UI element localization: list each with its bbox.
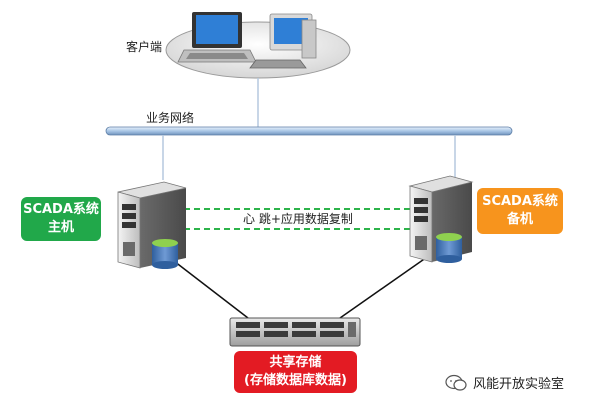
desktop-icon	[249, 13, 317, 69]
wechat-icon	[445, 374, 467, 391]
client-group	[165, 12, 351, 127]
heartbeat-label: 心 跳+应用数据复制	[241, 210, 355, 227]
client-label: 客户端	[126, 40, 163, 54]
laptop-icon	[177, 12, 257, 63]
heartbeat-link	[184, 208, 410, 230]
storage-array-icon	[229, 317, 361, 347]
watermark-text: 风能开放实验室	[473, 377, 565, 392]
primary-label-line2: 主机	[47, 220, 74, 235]
storage-label-line1: 共享存储	[269, 355, 322, 370]
network-label: 业务网络	[146, 111, 195, 125]
storage-label-line2: (存储数据库数据)	[244, 373, 347, 388]
watermark: 风能开放实验室	[445, 373, 564, 392]
backup-label-line2: 备机	[506, 212, 533, 227]
backup-db-icon	[436, 233, 462, 263]
primary-label-line1: SCADA系统	[23, 202, 99, 217]
primary-storage-link	[169, 257, 249, 319]
backup-label-box: SCADA系统 备机	[477, 188, 563, 234]
storage-label-box: 共享存储 (存储数据库数据)	[234, 351, 357, 393]
primary-db-icon	[152, 239, 178, 269]
primary-server-icon	[117, 181, 187, 269]
network-bus	[105, 126, 513, 136]
backup-server-icon	[408, 175, 474, 263]
primary-label-box: SCADA系统 主机	[21, 197, 101, 241]
backup-label-line1: SCADA系统	[482, 194, 558, 209]
